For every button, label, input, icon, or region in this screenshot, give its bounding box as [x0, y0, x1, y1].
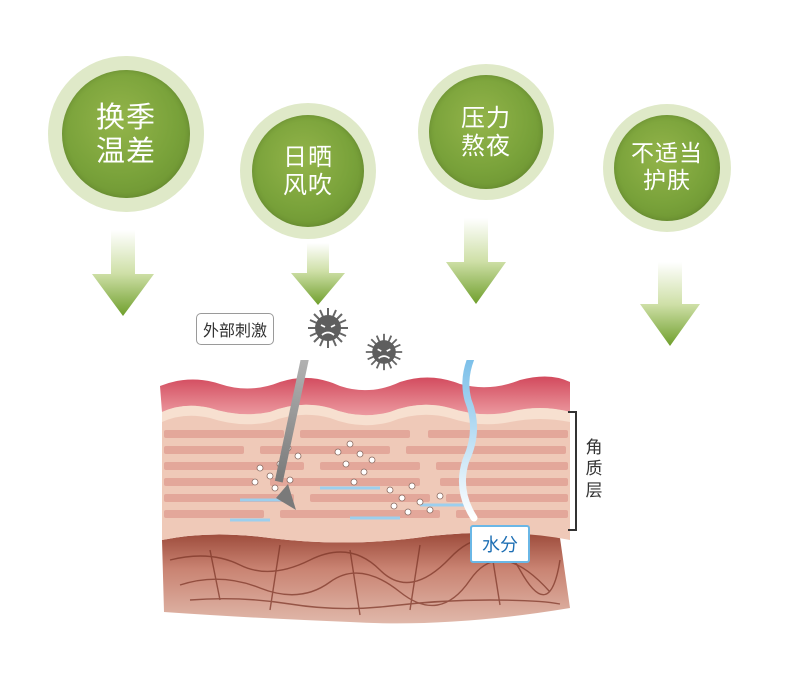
- label-char: 层: [585, 480, 603, 501]
- factor-bubble-sun-wind: 日晒 风吹: [240, 103, 376, 239]
- stratum-corneum-label: 角 质 层: [584, 438, 604, 502]
- down-arrow-icon: [640, 262, 700, 346]
- factor-text: 日晒: [283, 142, 333, 171]
- factor-text: 熬夜: [461, 132, 511, 160]
- factor-bubble-stress: 压力 熬夜: [418, 64, 554, 200]
- down-arrow-icon: [446, 218, 506, 304]
- label-char: 角: [585, 438, 603, 458]
- factor-bubble-skincare: 不适当 护肤: [603, 104, 731, 232]
- germ-icon: [365, 333, 403, 371]
- water-label: 水分: [470, 525, 530, 563]
- factor-bubble-inner: 换季 温差: [62, 70, 190, 198]
- down-arrow-icon: [291, 243, 345, 305]
- external-stimulus-label: 外部刺激: [196, 313, 275, 345]
- factor-bubble-inner: 日晒 风吹: [252, 115, 364, 227]
- factor-bubble-inner: 不适当 护肤: [614, 115, 720, 221]
- factor-bubble-inner: 压力 熬夜: [429, 75, 543, 189]
- factor-text: 风吹: [283, 171, 333, 199]
- factor-text: 压力: [461, 103, 511, 132]
- factor-text: 护肤: [643, 168, 691, 194]
- skin-cross-section: [160, 360, 570, 624]
- down-arrow-icon: [92, 230, 154, 316]
- factor-text: 不适当: [631, 140, 703, 167]
- factor-text: 温差: [95, 134, 156, 168]
- factor-text: 换季: [95, 99, 156, 134]
- label-char: 质: [585, 459, 603, 480]
- layer-bracket: [568, 411, 577, 531]
- factor-bubble-season: 换季 温差: [48, 56, 204, 212]
- germ-icon: [308, 308, 348, 348]
